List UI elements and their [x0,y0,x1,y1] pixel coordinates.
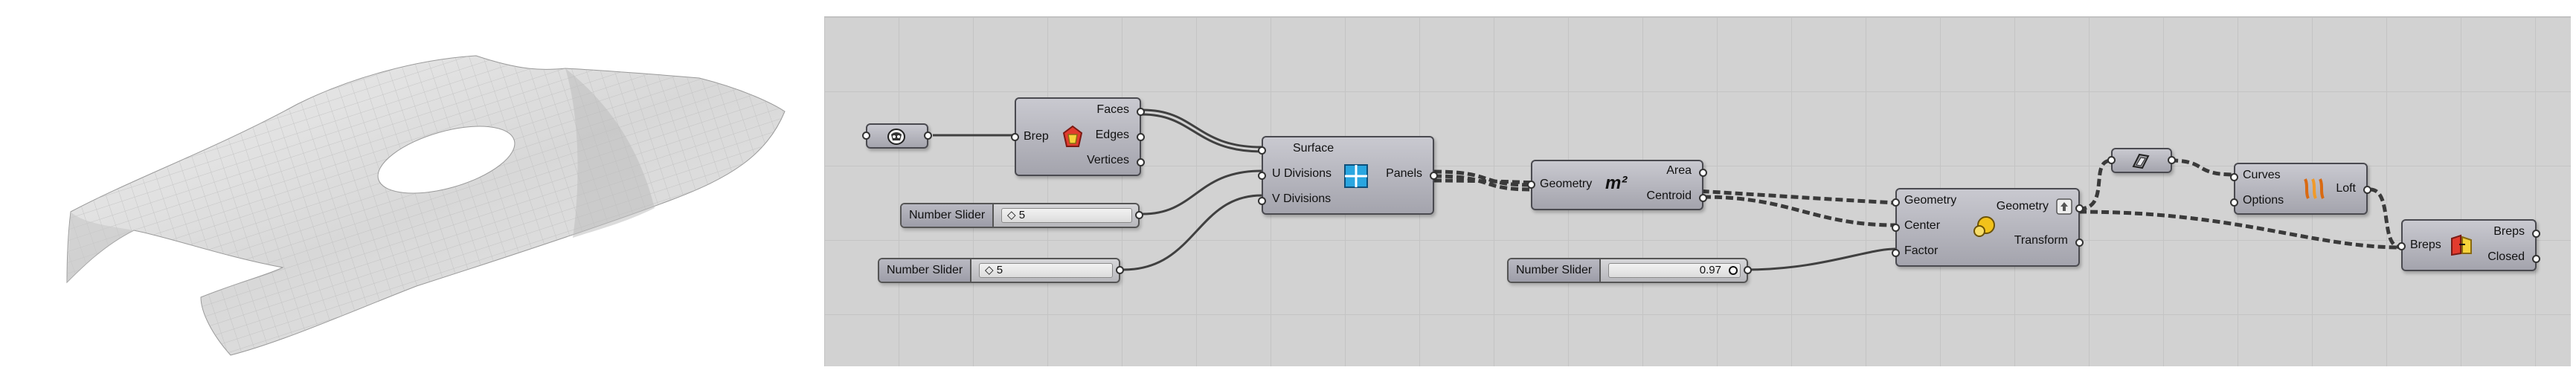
brep-param-icon [887,129,905,145]
divide-domain-icon [1344,164,1368,188]
output-grip[interactable] [924,132,932,140]
input-grip[interactable] [1892,224,1900,232]
input-grip[interactable] [2230,198,2238,207]
slider-value: ◇ 5 [1007,209,1026,221]
wire-v-divisions [1122,194,1262,271]
output-grip[interactable] [1137,158,1145,166]
number-slider-factor[interactable]: Number Slider 0.97 [1507,258,1752,283]
wire-loft-join [2369,187,2402,250]
input-curves-label: Curves [2243,169,2281,181]
output-breps-label: Breps [2493,225,2525,238]
deconstruct-brep-icon [1062,125,1083,147]
brep-param-component[interactable] [862,123,932,149]
slider-value: ◇ 5 [985,264,1003,276]
input-grip[interactable] [1258,146,1266,155]
output-faces-label: Faces [1096,103,1129,116]
output-edges-label: Edges [1095,129,1129,141]
output-closed-label: Closed [2487,250,2525,263]
input-v-divisions-label: V Divisions [1272,192,1332,205]
wire-centroid-center [1703,195,1896,227]
output-grip[interactable] [1699,169,1707,177]
area-component[interactable]: Geometry m² Area Centroid [1527,160,1707,210]
input-grip[interactable] [1258,197,1266,205]
wire-scale-join [2078,210,2402,250]
output-grip[interactable] [2532,230,2540,238]
output-grip[interactable] [1744,266,1752,274]
output-panels-label: Panels [1386,167,1422,180]
input-geometry-label: Geometry [1540,178,1593,190]
input-grip[interactable] [862,132,870,140]
output-grip[interactable] [1699,194,1707,202]
slider-name-label: Number Slider [879,259,972,282]
input-grip[interactable] [1258,172,1266,180]
brep-join-icon [2451,234,2472,256]
slider-knob[interactable] [1729,266,1738,275]
input-grip[interactable] [2397,242,2406,250]
scale-icon [1973,216,1995,237]
input-grip[interactable] [1892,249,1900,257]
input-surface-label: Surface [1293,142,1334,155]
surface-preview [66,55,786,356]
output-transform-label: Transform [2014,234,2068,247]
brep-join-component[interactable]: Breps Breps Closed [2397,219,2540,271]
number-slider-v[interactable]: Number Slider ◇ 5 [878,258,1124,283]
input-options-label: Options [2243,194,2284,207]
divide-domain-component[interactable]: Surface U Divisions V Divisions Panels [1258,136,1438,215]
wire-panels-area [1433,169,1532,187]
input-center-label: Center [1904,219,1941,232]
input-grip[interactable] [2230,173,2238,181]
output-grip[interactable] [2363,186,2371,194]
output-geometry-label: Geometry [1996,200,2049,213]
number-slider-u[interactable]: Number Slider ◇ 5 [900,203,1143,228]
slider-track[interactable] [1001,208,1132,223]
wire-u-divisions [1142,169,1262,215]
input-grip[interactable] [2107,156,2116,164]
slider-name-label: Number Slider [1509,259,1602,282]
wire-factor [1744,247,1896,271]
curve-param-icon [2132,153,2150,169]
output-grip[interactable] [1135,211,1143,219]
slider-name-label: Number Slider [902,204,995,227]
output-grip[interactable] [2532,255,2540,263]
output-grip[interactable] [1137,108,1145,116]
rhino-viewport[interactable] [0,0,811,369]
loft-icon [2304,178,2325,199]
wire-scale-curve [2078,158,2112,211]
deconstruct-brep-component[interactable]: Brep Faces Edges Vertices [1011,97,1145,176]
output-area-label: Area [1666,164,1692,177]
grasshopper-canvas[interactable]: Brep Faces Edges Vertices Surface U Divi… [824,16,2571,366]
output-loft-label: Loft [2336,182,2356,195]
area-icon: m² [1605,173,1628,193]
input-u-divisions-label: U Divisions [1272,167,1332,180]
output-grip[interactable] [1116,266,1124,274]
input-grip[interactable] [1892,198,1900,207]
input-grip[interactable] [1011,133,1019,141]
wire-curve-loft [2170,158,2235,177]
input-geometry-label: Geometry [1904,194,1957,207]
input-factor-label: Factor [1904,244,1939,257]
output-grip[interactable] [2075,239,2084,247]
output-vertices-label: Vertices [1087,154,1129,166]
curve-param-component[interactable] [2107,148,2176,173]
slider-track[interactable] [1608,263,1741,278]
output-centroid-label: Centroid [1646,189,1692,202]
upload-icon[interactable] [2056,198,2072,215]
input-brep-label: Brep [1024,130,1049,143]
output-grip[interactable] [2075,204,2084,213]
slider-value: 0.97 [1699,264,1721,276]
input-breps-label: Breps [2410,239,2441,251]
scale-component[interactable]: Geometry Center Factor Geometry Transfor… [1892,188,2084,267]
slider-track[interactable] [979,263,1113,278]
loft-component[interactable]: Curves Options Loft [2230,163,2371,215]
output-grip[interactable] [1430,172,1438,180]
wire-faces [1142,108,1262,149]
output-grip[interactable] [2168,156,2176,164]
output-grip[interactable] [1137,133,1145,141]
input-grip[interactable] [1527,181,1535,189]
